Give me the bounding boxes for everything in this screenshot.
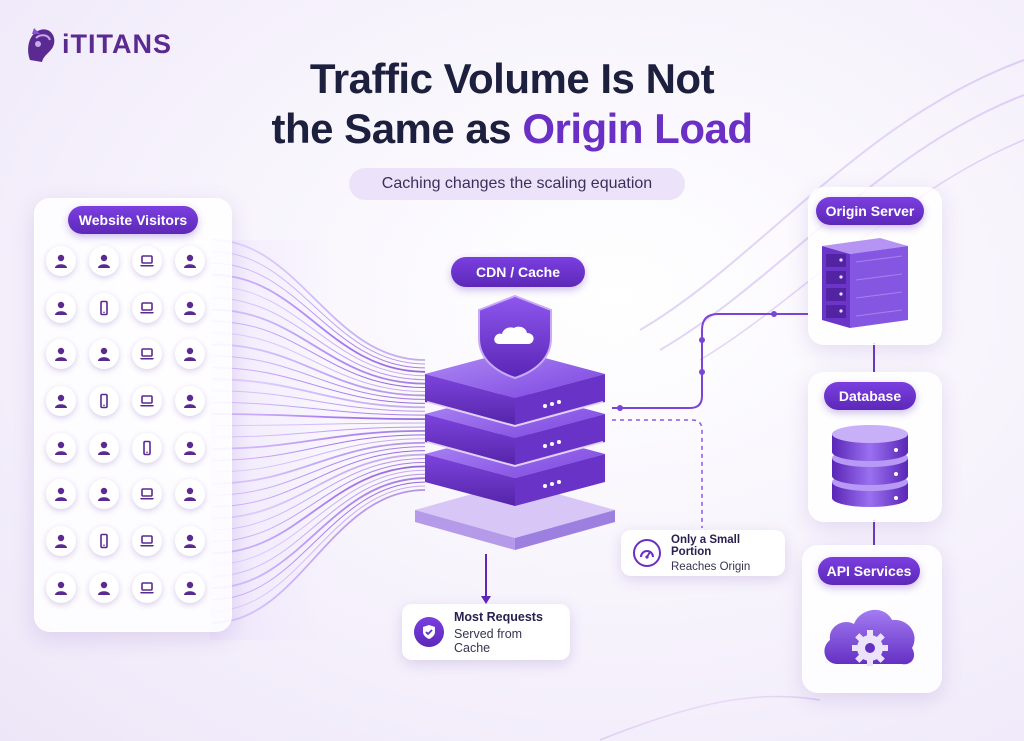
user-icon — [89, 339, 119, 370]
database-cylinder-icon — [832, 425, 908, 507]
user-icon — [46, 246, 76, 276]
db-api-link — [873, 520, 875, 545]
phone-icon — [89, 292, 119, 323]
server-rack-icon — [822, 238, 908, 328]
user-icon — [46, 526, 76, 557]
brand-name: iTITANS — [62, 28, 172, 59]
gauge-icon — [633, 539, 661, 567]
origin-callout-text: Reaches Origin — [671, 560, 751, 573]
cdn-base — [415, 482, 615, 550]
phone-icon — [89, 526, 119, 557]
user-icon — [46, 572, 76, 603]
title-line-1: Traffic Volume Is Not — [309, 55, 715, 102]
user-icon — [175, 339, 205, 370]
user-icon — [175, 526, 205, 557]
laptop-icon — [132, 526, 162, 557]
title-line-2: the Same as Origin Load — [150, 104, 874, 154]
origin-db-link — [873, 343, 875, 372]
title-line-2-plain: the Same as — [271, 105, 523, 152]
laptop-icon — [132, 386, 162, 417]
cdn-label: CDN / Cache — [451, 257, 585, 287]
shield-check-icon — [414, 617, 444, 647]
user-icon — [175, 292, 205, 323]
user-icon — [175, 246, 205, 276]
user-icon — [89, 479, 119, 510]
subtitle-pill: Caching changes the scaling equation — [349, 168, 685, 200]
laptop-icon — [132, 339, 162, 370]
connector-dot — [699, 369, 705, 375]
phone-icon — [89, 386, 119, 417]
origin-callout-title: Only a Small Portion — [671, 533, 741, 558]
user-icon — [175, 432, 205, 463]
cdn-to-origin-line — [612, 313, 808, 409]
user-icon — [46, 386, 76, 417]
user-icon — [46, 292, 76, 323]
cache-callout-title: Most Requests — [454, 609, 543, 624]
laptop-icon — [132, 292, 162, 323]
shield-cloud-icon — [478, 294, 552, 380]
title-accent: Origin Load — [522, 105, 753, 152]
gear-icon — [852, 630, 888, 666]
user-icon — [46, 479, 76, 510]
dashed-origin-line — [612, 419, 703, 528]
connector-dot — [771, 311, 777, 317]
visitors-label: Website Visitors — [68, 206, 198, 234]
database-label: Database — [824, 382, 916, 410]
origin-callout: Only a Small Portion Reaches Origin — [621, 530, 785, 576]
api-services-label: API Services — [818, 557, 920, 585]
page-title: Traffic Volume Is Not the Same as Origin… — [150, 54, 874, 154]
cloud-gear-icon — [824, 609, 915, 666]
brand-logo: iTITANS — [24, 24, 172, 64]
connector-dot — [699, 337, 705, 343]
user-icon — [175, 572, 205, 603]
user-icon — [89, 432, 119, 463]
cache-callout: Most Requests Served from Cache — [402, 604, 570, 660]
cdn-node — [415, 294, 615, 550]
laptop-icon — [132, 572, 162, 603]
phone-icon — [132, 432, 162, 463]
laptop-icon — [132, 246, 162, 276]
user-icon — [175, 479, 205, 510]
visitor-grid — [46, 246, 216, 603]
user-icon — [175, 386, 205, 417]
user-icon — [46, 339, 76, 370]
connector-dot — [617, 405, 623, 411]
helmet-logo-icon — [28, 28, 55, 62]
origin-server-label: Origin Server — [816, 197, 924, 225]
user-icon — [89, 572, 119, 603]
user-icon — [46, 432, 76, 463]
user-icon — [89, 246, 119, 276]
laptop-icon — [132, 479, 162, 510]
cache-arrow-head — [481, 596, 491, 604]
cache-callout-text: Served from Cache — [454, 626, 523, 655]
